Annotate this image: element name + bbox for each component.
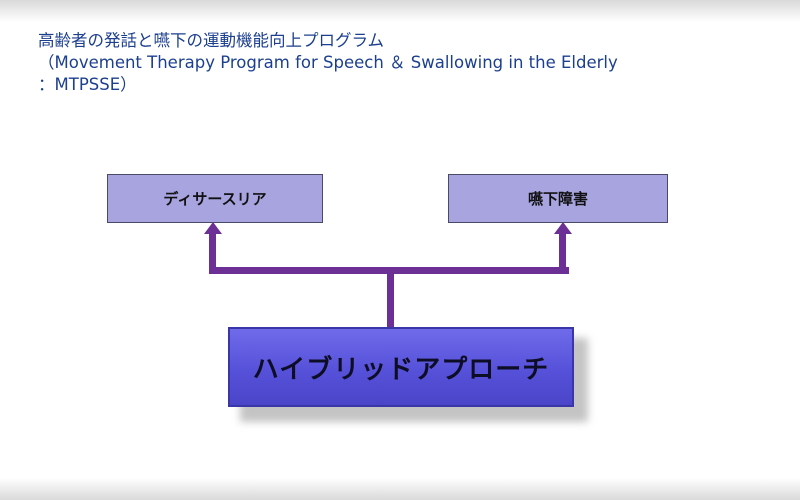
arrow-up-right-icon xyxy=(553,222,572,234)
hybrid-approach-label: ハイブリッドアプローチ xyxy=(252,354,550,385)
connector-center-stem xyxy=(387,270,394,330)
connector-right-stem xyxy=(559,233,566,274)
title-line-abbreviation: ：MTPSSE） xyxy=(38,75,137,94)
dysarthria-label: ディサースリア xyxy=(163,190,267,208)
title-line-english: （Movement Therapy Program for Speech ＆ S… xyxy=(38,53,618,72)
arrow-up-left-icon xyxy=(203,222,222,234)
hybrid-approach-box: ハイブリッドアプローチ xyxy=(228,327,574,407)
title-line-japanese: 高齢者の発話と嚥下の運動機能向上プログラム xyxy=(38,31,385,50)
connector-left-stem xyxy=(209,233,216,274)
dysphagia-label: 嚥下障害 xyxy=(527,190,588,208)
slide-title: 高齢者の発話と嚥下の運動機能向上プログラム （Movement Therapy … xyxy=(38,30,778,96)
dysarthria-box: ディサースリア xyxy=(107,174,323,223)
dysphagia-box: 嚥下障害 xyxy=(448,174,668,223)
